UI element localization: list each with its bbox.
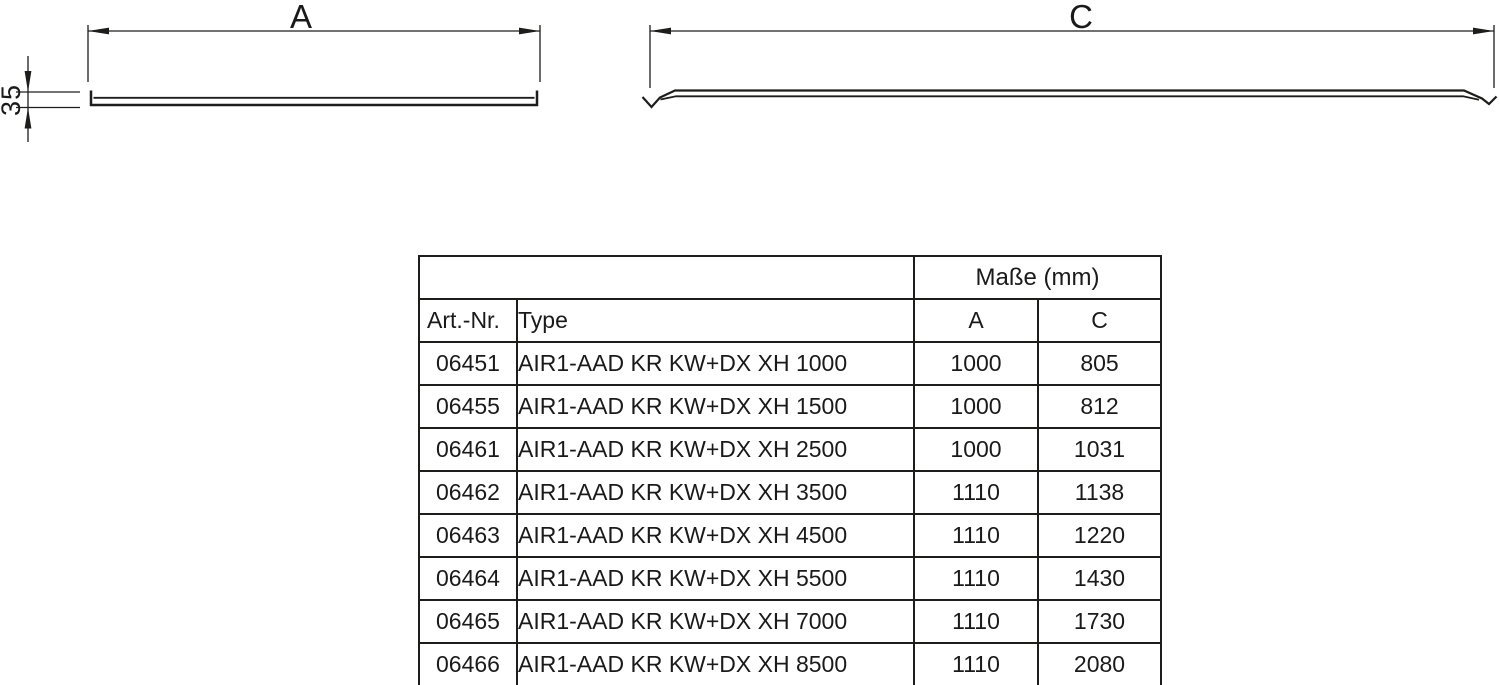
dim-c-cell: 2080 [1037,642,1162,685]
art-nr-cell: 06462 [418,470,518,515]
art-nr-cell: 06455 [418,384,518,429]
table-row: 06451 AIR1-AAD KR KW+DX XH 1000 1000 805 [418,341,1162,386]
dim-a-cell: 1110 [913,599,1039,644]
part-profile-c [641,89,1498,109]
dimension-table: Maße (mm) Art.-Nr. Type A C 06451 AIR1-A… [418,255,1162,685]
side-view-c [641,25,1498,109]
art-nr-cell: 06465 [418,599,518,644]
table-row: 06462 AIR1-AAD KR KW+DX XH 3500 1110 113… [418,470,1162,515]
part-top-edge [641,89,1498,109]
dimension-c [649,25,1495,88]
type-cell: AIR1-AAD KR KW+DX XH 5500 [516,556,915,601]
part-profile-a [89,90,539,107]
dim-a-cell: 1110 [913,513,1039,558]
dim-label-a: A [290,0,312,35]
table-measure-header-row: Maße (mm) [418,255,1162,300]
dim-label-35: 35 [0,84,26,116]
dim-c-cell: 1138 [1037,470,1162,515]
table-row: 06465 AIR1-AAD KR KW+DX XH 7000 1110 173… [418,599,1162,644]
dim-a-cell: 1000 [913,384,1039,429]
side-view-a [16,25,541,142]
dim-c-cell: 805 [1037,341,1162,386]
arrowhead-icon [519,27,540,35]
art-nr-cell: 06463 [418,513,518,558]
arrowhead-icon [24,71,32,92]
dim-label-c: C [1069,0,1093,35]
art-nr-cell: 06464 [418,556,518,601]
empty-header-cell [418,255,915,300]
dim-a-cell: 1000 [913,427,1039,472]
measure-header-cell: Maße (mm) [913,255,1162,300]
table-row: 06461 AIR1-AAD KR KW+DX XH 2500 1000 103… [418,427,1162,472]
type-cell: AIR1-AAD KR KW+DX XH 1500 [516,384,915,429]
type-cell: AIR1-AAD KR KW+DX XH 2500 [516,427,915,472]
art-nr-cell: 06466 [418,642,518,685]
art-nr-cell: 06461 [418,427,518,472]
type-cell: AIR1-AAD KR KW+DX XH 1000 [516,341,915,386]
dim-a-cell: 1110 [913,470,1039,515]
dim-c-cell: 1031 [1037,427,1162,472]
col-header-type: Type [516,298,915,343]
type-cell: AIR1-AAD KR KW+DX XH 7000 [516,599,915,644]
part-bottom-edge [660,95,1480,101]
table-row: 06466 AIR1-AAD KR KW+DX XH 8500 1110 208… [418,642,1162,685]
table-row: 06455 AIR1-AAD KR KW+DX XH 1500 1000 812 [418,384,1162,429]
dim-a-cell: 1110 [913,556,1039,601]
dim-c-cell: 1220 [1037,513,1162,558]
type-cell: AIR1-AAD KR KW+DX XH 3500 [516,470,915,515]
arrowhead-icon [88,27,109,35]
dim-a-cell: 1000 [913,341,1039,386]
dim-c-cell: 812 [1037,384,1162,429]
type-cell: AIR1-AAD KR KW+DX XH 4500 [516,513,915,558]
col-header-artnr: Art.-Nr. [418,298,518,343]
arrowhead-icon [1473,27,1494,35]
dim-a-cell: 1110 [913,642,1039,685]
type-cell: AIR1-AAD KR KW+DX XH 8500 [516,642,915,685]
arrowhead-icon [24,107,32,129]
dim-c-cell: 1430 [1037,556,1162,601]
dimension-35 [16,56,80,142]
technical-drawings: A 35 C [0,0,1498,142]
col-header-a: A [913,298,1039,343]
table-row: 06463 AIR1-AAD KR KW+DX XH 4500 1110 122… [418,513,1162,558]
arrowhead-icon [650,27,671,35]
table-row: 06464 AIR1-AAD KR KW+DX XH 5500 1110 143… [418,556,1162,601]
dimension-a [87,25,541,82]
table-header-row: Art.-Nr. Type A C [418,298,1162,343]
col-header-c: C [1037,298,1162,343]
art-nr-cell: 06451 [418,341,518,386]
dim-c-cell: 1730 [1037,599,1162,644]
